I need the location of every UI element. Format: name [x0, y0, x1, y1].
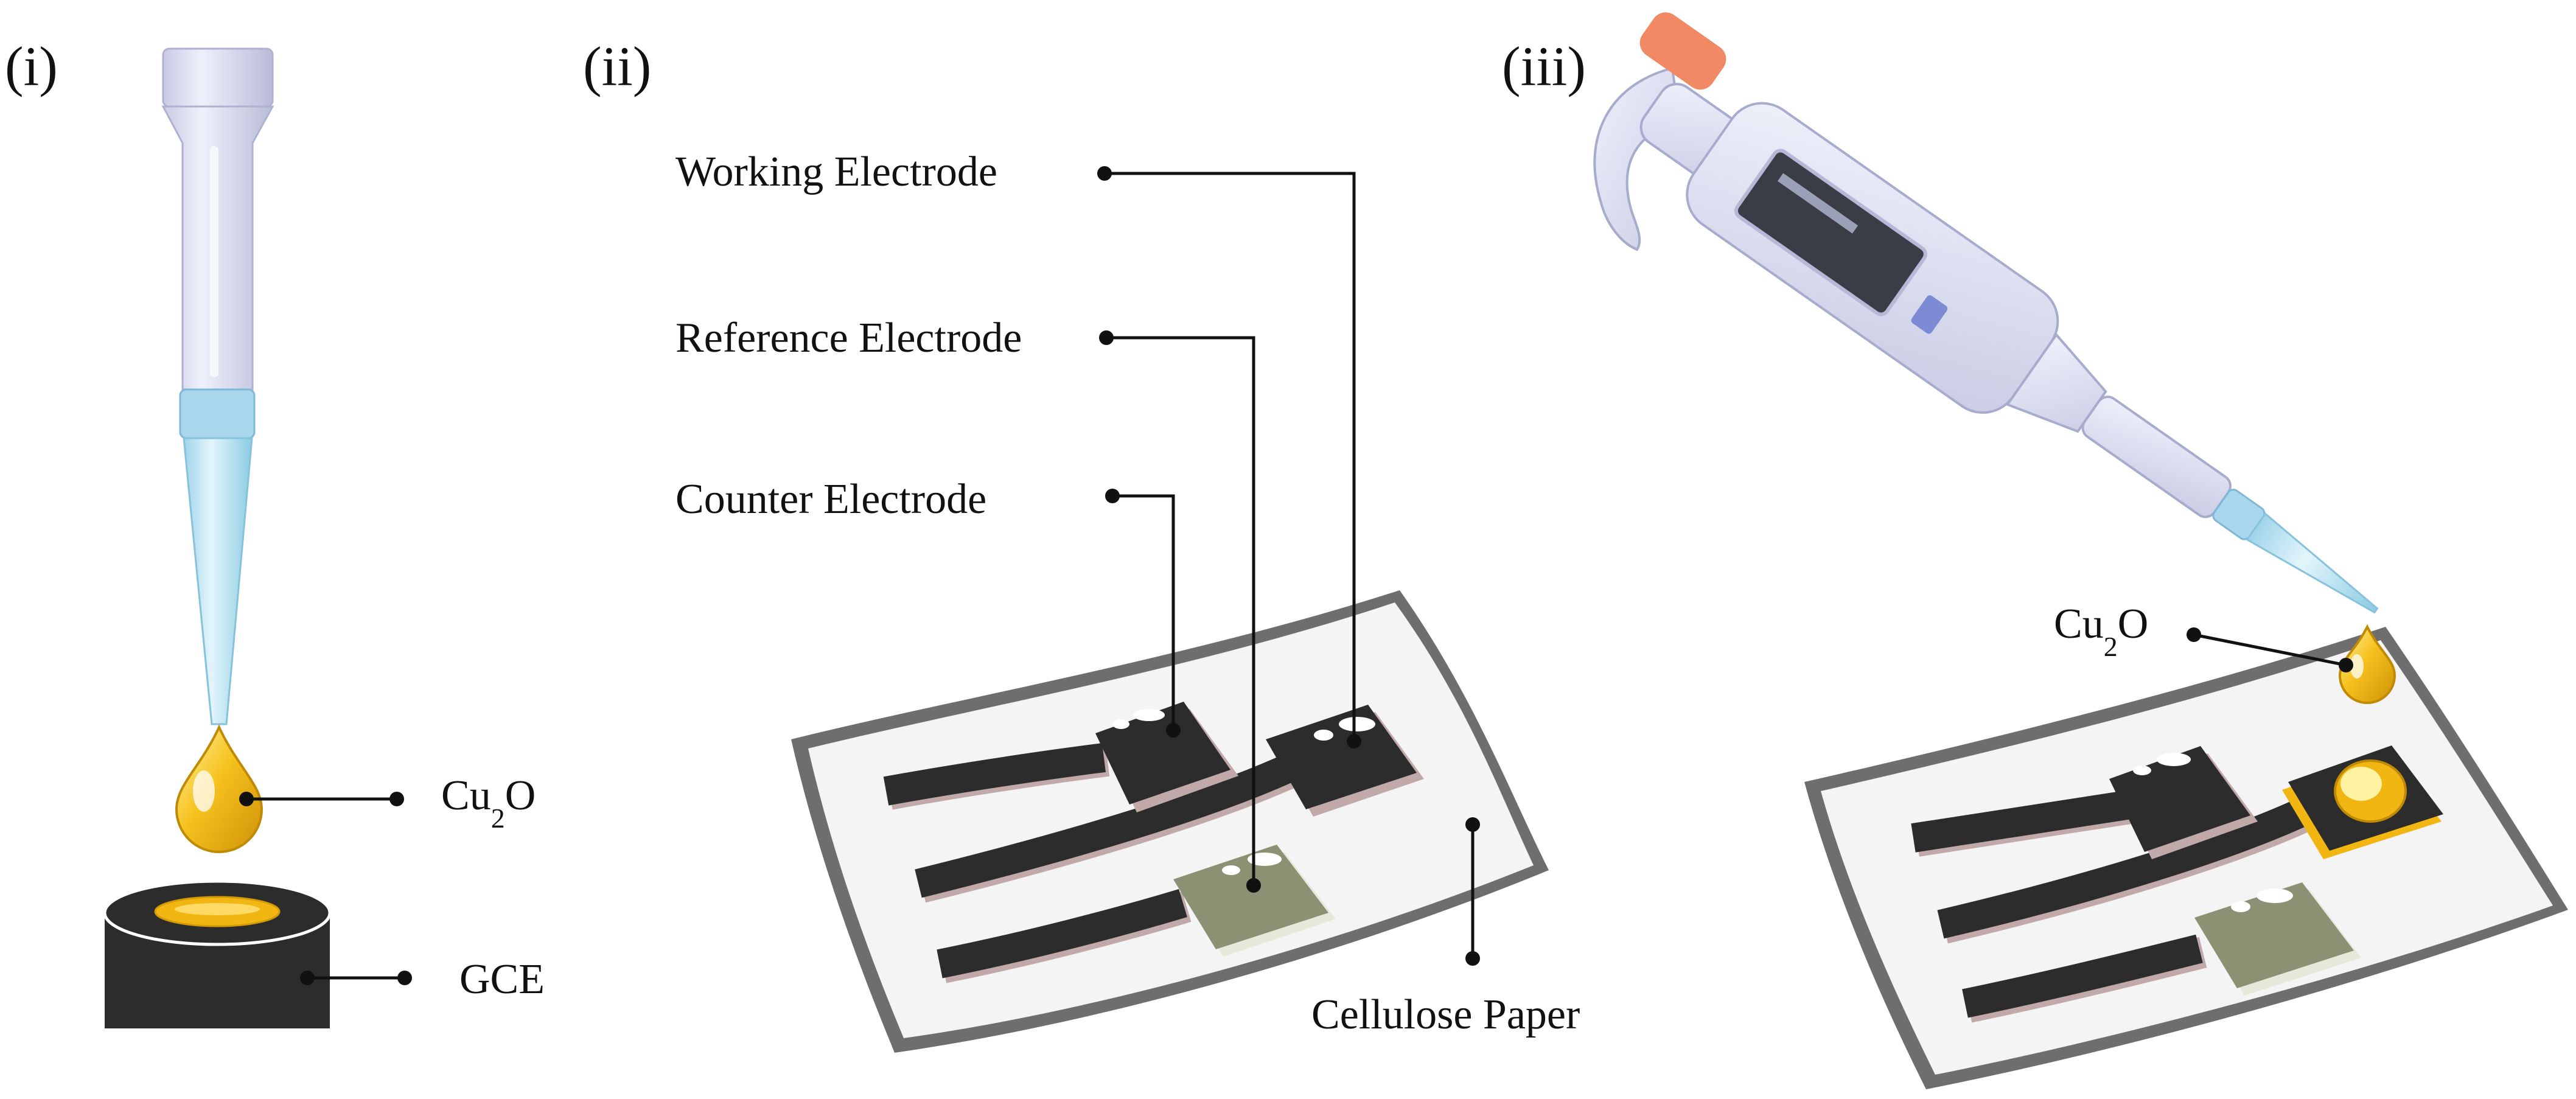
leader-counter-electrode — [1105, 489, 1181, 738]
cu2o-droplet-i — [175, 724, 264, 853]
counter-electrode-pad-ii — [1095, 702, 1238, 812]
volume-window — [1734, 148, 1927, 316]
sensor-traces-iii — [1911, 789, 2313, 1023]
leader-cu2o-i — [239, 792, 404, 806]
working-electrode-label: Working Electrode — [675, 148, 997, 195]
eject-button — [1911, 295, 1948, 334]
panel-i: (i) Cu2O GCE — [5, 35, 545, 1028]
reference-electrode-label: Reference Electrode — [675, 315, 1022, 361]
panel-ii: (ii) — [583, 35, 1580, 1053]
gce-electrode — [103, 879, 332, 1028]
cu2o-label-i: Cu2O — [441, 772, 536, 834]
dropper-pipette — [161, 47, 274, 725]
dropper-highlight — [210, 146, 218, 377]
leader-cellulose-paper — [1465, 817, 1480, 966]
pipette-tip — [2246, 512, 2379, 614]
counter-electrode-label: Counter Electrode — [675, 476, 986, 523]
leader-reference-electrode — [1099, 330, 1261, 893]
reference-electrode-pad-iii — [2194, 882, 2361, 996]
panel-ii-label: (ii) — [583, 35, 651, 97]
panel-iii: (iii) — [1502, 12, 2568, 1089]
panel-iii-label: (iii) — [1502, 35, 1586, 97]
plunger-button — [1639, 12, 1726, 90]
dropper-collar — [179, 388, 256, 439]
micropipette — [1593, 12, 2379, 614]
reference-electrode-pad-ii — [1173, 845, 1336, 957]
pipette-shaft — [2081, 396, 2232, 518]
leader-working-electrode — [1097, 166, 1361, 748]
cellulose-paper-label: Cellulose Paper — [1311, 991, 1580, 1038]
leader-cu2o-iii — [2187, 627, 2353, 672]
cu2o-label-iii: Cu2O — [2054, 601, 2148, 662]
leader-gce — [300, 971, 412, 985]
panel-i-label: (i) — [5, 35, 58, 97]
gce-label: GCE — [459, 956, 545, 1003]
dropper-tip — [183, 437, 253, 725]
counter-electrode-pad-iii — [2109, 746, 2258, 859]
working-electrode-pad-iii — [2282, 745, 2443, 859]
working-electrode-pad-ii — [1266, 705, 1424, 817]
dropper-bulb-top — [162, 47, 274, 108]
